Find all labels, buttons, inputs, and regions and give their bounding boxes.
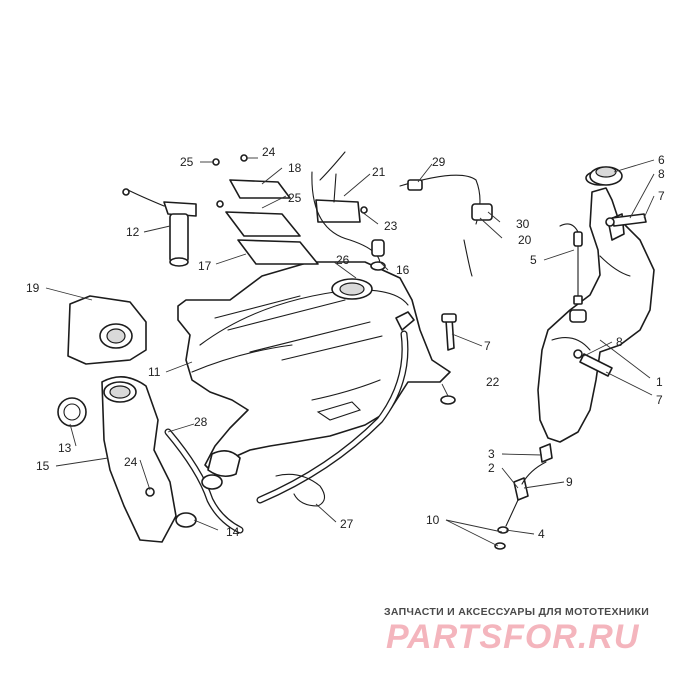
- callout-20: 20: [518, 233, 532, 247]
- heat-shield: [67, 295, 147, 365]
- callout-13: 13: [58, 441, 72, 455]
- callout-7-top: 7: [658, 189, 665, 203]
- callout-7-bottom: 7: [656, 393, 663, 407]
- callout-17: 17: [198, 259, 212, 273]
- callout-22: 22: [486, 375, 500, 389]
- callout-24-bottom: 24: [124, 455, 138, 469]
- callout-21: 21: [372, 165, 386, 179]
- brackets: [225, 151, 361, 265]
- fuel-tank: [177, 261, 451, 478]
- callout-9: 9: [566, 475, 573, 489]
- filler-neck: [57, 376, 177, 543]
- callout-27: 27: [340, 517, 354, 531]
- drain-fittings: [494, 443, 553, 550]
- leader-lines: [45, 157, 655, 547]
- watermark-logo: PARTSFOR.RU: [386, 618, 640, 656]
- callout-25-middle: 25: [288, 191, 302, 205]
- callout-4: 4: [538, 527, 545, 541]
- callout-16: 16: [396, 263, 410, 277]
- callout-28: 28: [194, 415, 208, 429]
- callout-8-top: 8: [658, 167, 665, 181]
- callout-11: 11: [148, 365, 161, 379]
- bolts: [440, 213, 647, 405]
- callout-18: 18: [288, 161, 302, 175]
- callout-23: 23: [384, 219, 398, 233]
- fuel-filter: [122, 188, 197, 267]
- callout-1: 1: [656, 375, 663, 389]
- callout-3: 3: [488, 447, 495, 461]
- hoses: [164, 171, 481, 534]
- callout-7-tank: 7: [484, 339, 491, 353]
- callout-29: 29: [432, 155, 446, 169]
- callout-19: 19: [26, 281, 40, 295]
- level-sensor: [559, 223, 583, 305]
- callout-10: 10: [426, 513, 440, 527]
- filler-cap: [589, 166, 623, 186]
- expansion-tank: [537, 170, 655, 443]
- callout-2: 2: [488, 461, 495, 475]
- callout-30: 30: [516, 217, 530, 231]
- callout-24-top: 24: [262, 145, 276, 159]
- callout-5: 5: [530, 253, 537, 267]
- callout-26: 26: [336, 253, 350, 267]
- callout-8-middle: 8: [616, 335, 623, 349]
- callout-6: 6: [658, 153, 665, 167]
- callout-labels: 1 2 3 4 5 6 7 7 7 8 8 9 10 11 12 13 14 1…: [26, 145, 665, 541]
- watermark-subtitle: ЗАПЧАСТИ И АКСЕССУАРЫ ДЛЯ МОТОТЕХНИКИ: [384, 606, 650, 618]
- callout-25-top: 25: [180, 155, 194, 169]
- callout-15: 15: [36, 459, 50, 473]
- callout-12: 12: [126, 225, 140, 239]
- callout-14: 14: [226, 525, 240, 539]
